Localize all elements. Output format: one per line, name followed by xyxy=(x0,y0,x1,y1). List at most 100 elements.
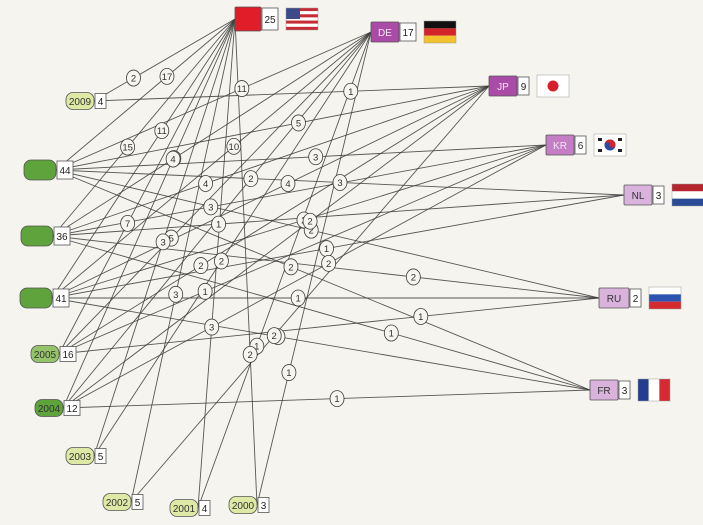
edge-weight: 17 xyxy=(159,67,175,85)
edge-weight: 1 xyxy=(290,289,306,307)
edge-weight: 2 xyxy=(242,345,258,363)
edge-weight-label: 11 xyxy=(157,126,167,137)
count-label: 44 xyxy=(59,166,71,177)
edge-weight-circle xyxy=(126,69,141,87)
edge-line xyxy=(55,18,236,171)
count-box xyxy=(517,76,530,96)
country-box xyxy=(545,134,575,156)
edge-weight: 2 xyxy=(321,254,337,272)
count-label: 41 xyxy=(55,294,67,305)
edge-weight-circle xyxy=(266,327,282,345)
year-box xyxy=(169,499,199,517)
edge-line xyxy=(52,31,372,237)
edge-line xyxy=(58,144,547,355)
edge-weight: 2 xyxy=(243,170,259,188)
russia-flag-icon xyxy=(648,286,682,310)
edge-weight-circle xyxy=(198,175,214,192)
year-label: 2003 xyxy=(69,452,92,463)
year-box xyxy=(34,399,64,417)
count-box xyxy=(94,93,107,109)
year-label: 2000 xyxy=(232,501,255,512)
edge-line xyxy=(130,18,236,503)
edge-weight-label: 4 xyxy=(285,179,290,190)
edge-line xyxy=(52,144,547,237)
year-label: 2009 xyxy=(69,97,92,108)
edge-weight-circle xyxy=(291,114,306,132)
edge-weight-label: 5 xyxy=(169,234,174,245)
germany-flag-icon xyxy=(423,20,457,44)
edge-weight-circle xyxy=(120,214,136,232)
count-label: 17 xyxy=(402,28,414,39)
japan-flag-icon xyxy=(536,74,570,98)
edge-weight-circle xyxy=(321,254,337,272)
year-node-y2007: 36 xyxy=(20,225,71,247)
edge-weight: 1 xyxy=(383,324,399,342)
edge-weight-circle xyxy=(120,138,136,156)
country-code-label: JP xyxy=(497,82,509,93)
edge-weight-circle xyxy=(234,80,250,97)
edge-weight-label: 2 xyxy=(309,226,314,237)
us-flag-icon xyxy=(285,7,319,31)
edge-line xyxy=(62,389,591,409)
edge-weight: 2 xyxy=(266,327,282,345)
edge-weight-circle xyxy=(159,67,175,85)
edge-weight: 1 xyxy=(281,364,297,381)
edge-weight: 2 xyxy=(405,268,421,286)
count-label: 9 xyxy=(521,82,527,93)
edge-line xyxy=(234,18,258,506)
edge-weight: 2 xyxy=(214,252,229,270)
edge-weights-layer: 2117115332215943121111042111752114222132… xyxy=(120,67,429,408)
edge-weight-label: 2 xyxy=(219,256,224,267)
count-label: 2 xyxy=(633,294,639,305)
edge-weight: 4 xyxy=(280,175,296,192)
count-box xyxy=(53,226,71,246)
edge-weight-label: 2 xyxy=(307,217,312,228)
edge-weight-label: 10 xyxy=(229,142,240,153)
count-box xyxy=(257,497,270,513)
edge-weight-circle xyxy=(343,82,359,100)
edge-line xyxy=(58,297,600,355)
year-box xyxy=(19,287,53,309)
count-label: 4 xyxy=(202,504,208,515)
year-box xyxy=(65,92,95,110)
edge-weight: 5 xyxy=(291,114,306,132)
edge-line xyxy=(93,85,490,102)
year-label: 2001 xyxy=(173,504,196,515)
edge-line xyxy=(55,85,490,171)
edge-weight-label: 4 xyxy=(170,155,175,166)
edge-weight-label: 17 xyxy=(162,72,173,83)
year-node-y2003: 2003 5 xyxy=(65,447,107,465)
country-code-label: NL xyxy=(632,191,645,202)
edge-weight-circle xyxy=(290,289,306,307)
edge-line xyxy=(51,18,236,299)
count-label: 12 xyxy=(66,404,78,415)
count-label: 5 xyxy=(98,452,104,463)
count-label: 25 xyxy=(264,15,276,26)
edge-weight-label: 3 xyxy=(208,202,213,213)
edge-weight: 1 xyxy=(329,390,345,408)
edge-line xyxy=(93,18,236,102)
edge-weight-circle xyxy=(413,308,429,325)
edge-weight: 3 xyxy=(155,233,171,251)
edge-line xyxy=(51,194,625,299)
edge-weight: 3 xyxy=(308,148,324,166)
count-box xyxy=(59,346,77,362)
year-box xyxy=(30,345,60,363)
edge-line xyxy=(58,18,236,355)
edge-weight-circle xyxy=(203,198,219,216)
country-box xyxy=(623,184,653,206)
country-code-label: KR xyxy=(553,141,567,152)
count-box xyxy=(574,135,587,155)
edge-line xyxy=(51,297,591,391)
edge-weight-label: 7 xyxy=(125,219,130,230)
edge-weight-circle xyxy=(197,282,213,300)
edges-layer xyxy=(51,18,625,509)
year-label: 2004 xyxy=(38,404,61,415)
edge-weight-label: 1 xyxy=(334,394,339,405)
country-box xyxy=(589,379,619,401)
edge-weight-circle xyxy=(204,318,220,336)
